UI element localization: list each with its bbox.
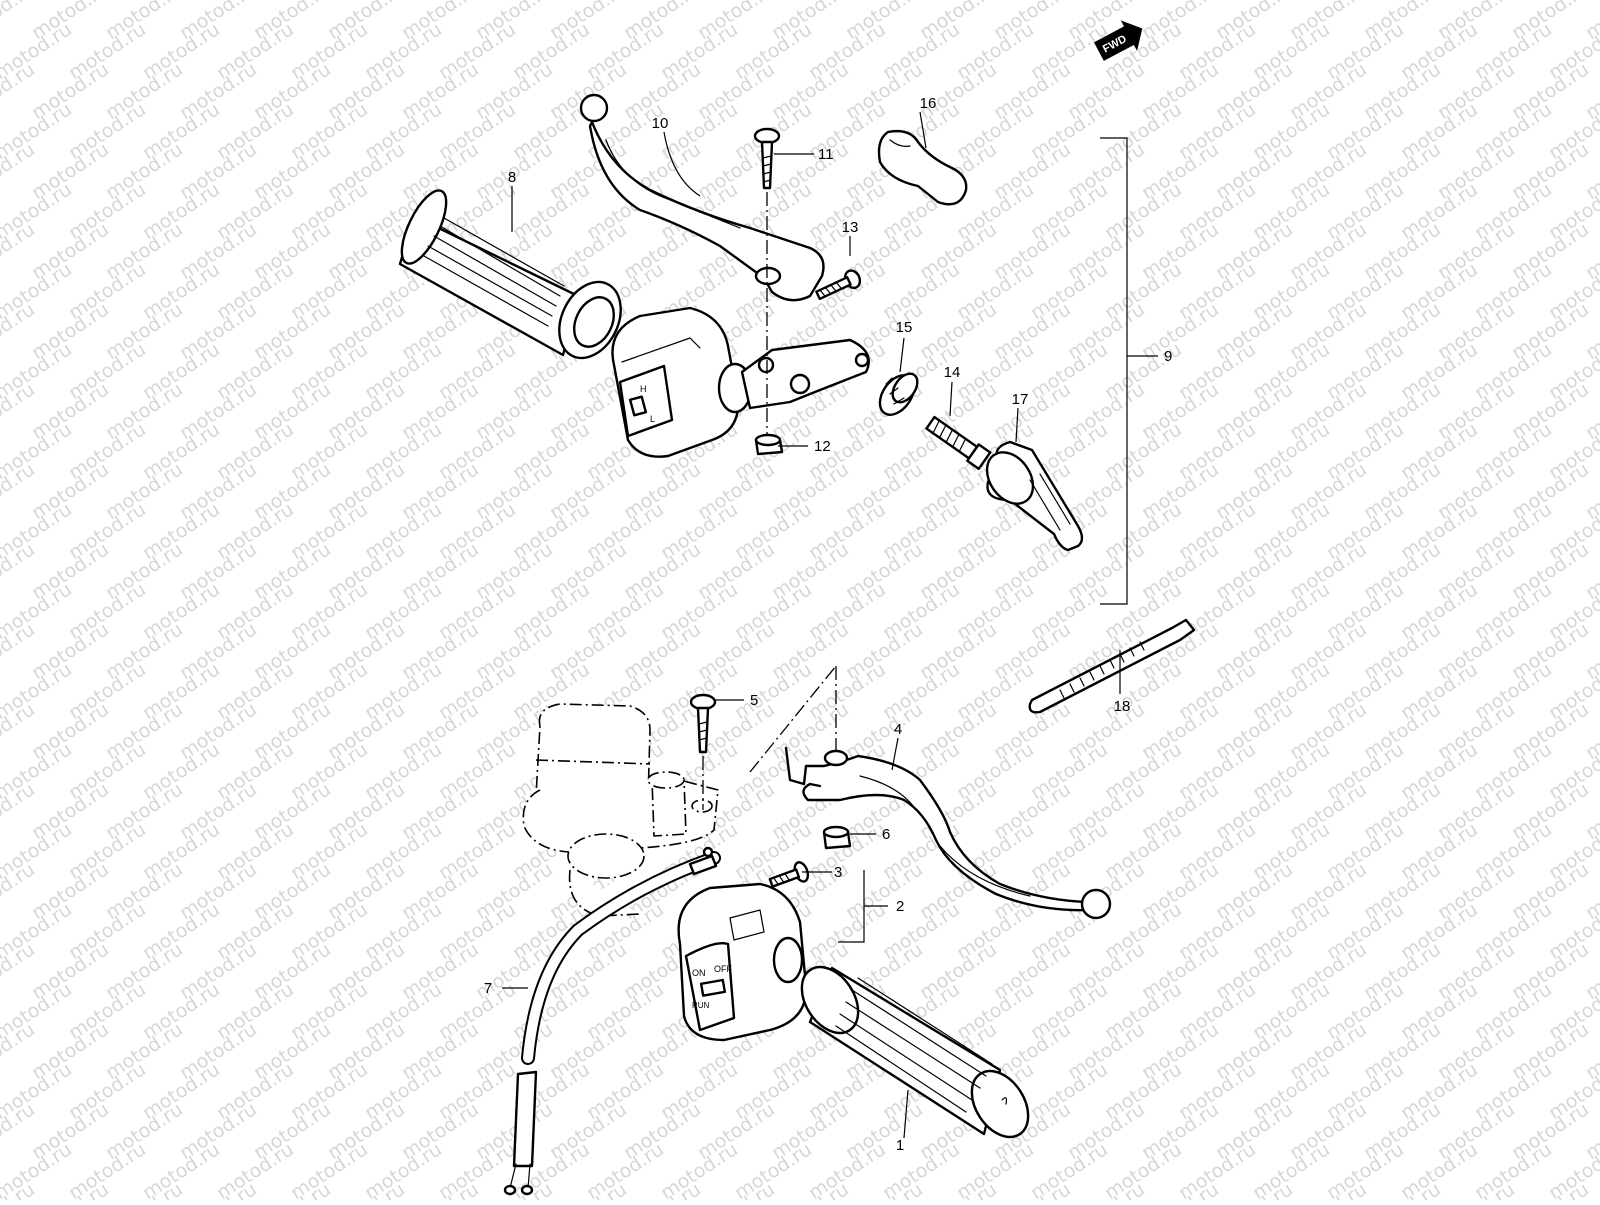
callout-2: 2 xyxy=(896,898,904,915)
callout-labels: 1 2 3 4 5 6 7 8 9 10 11 12 13 14 15 16 1… xyxy=(484,95,1173,1154)
left-switch-housing: H L xyxy=(611,306,753,458)
callout-3: 3 xyxy=(834,864,842,881)
adjuster-screw xyxy=(815,269,862,301)
callout-15: 15 xyxy=(896,319,913,336)
callout-7: 7 xyxy=(484,980,492,997)
fwd-arrow-icon: FWD xyxy=(1093,20,1143,61)
callout-17: 17 xyxy=(1012,391,1029,408)
assembly-bracket xyxy=(1100,137,1158,605)
callout-1: 1 xyxy=(896,1137,904,1154)
right-switch-marking-off: OFF xyxy=(714,964,732,974)
callout-11: 11 xyxy=(818,146,834,163)
callout-10: 10 xyxy=(652,115,669,132)
front-brake-lever xyxy=(784,746,1112,920)
callout-18: 18 xyxy=(1114,698,1131,715)
pivot-nut xyxy=(754,433,784,456)
right-switch-housing: ON OFF RUN xyxy=(677,882,808,1042)
left-switch-marking-2: L xyxy=(650,414,655,424)
callout-14: 14 xyxy=(944,364,961,381)
callout-5: 5 xyxy=(750,692,758,709)
cable-adjuster-ring xyxy=(878,372,919,416)
lever-cover xyxy=(877,129,968,206)
callout-4: 4 xyxy=(894,721,902,738)
throttle-grip xyxy=(800,965,1030,1139)
lever-pivot-nut xyxy=(822,825,852,850)
callout-6: 6 xyxy=(882,826,890,843)
leader-lines xyxy=(502,111,1121,1139)
left-switch-marking-1: H xyxy=(640,384,647,394)
callout-8: 8 xyxy=(508,169,516,186)
cylinder-mount-screw xyxy=(689,693,717,754)
callout-12: 12 xyxy=(814,438,831,455)
pivot-bolt xyxy=(753,127,781,190)
cable-adjuster-bolt xyxy=(925,415,992,471)
right-switch-marking-run: RUN xyxy=(692,1001,710,1010)
clutch-lever-holder xyxy=(740,338,870,410)
left-grip xyxy=(398,189,622,360)
switch-screw xyxy=(768,861,810,888)
callout-16: 16 xyxy=(920,95,937,112)
right-switch-marking-on: ON xyxy=(692,968,706,978)
throttle-cable xyxy=(503,846,721,1196)
cable-tie xyxy=(1028,618,1196,714)
callout-9: 9 xyxy=(1164,348,1172,365)
cable-boot xyxy=(985,440,1084,552)
callout-13: 13 xyxy=(842,219,859,236)
clutch-lever xyxy=(579,93,825,302)
